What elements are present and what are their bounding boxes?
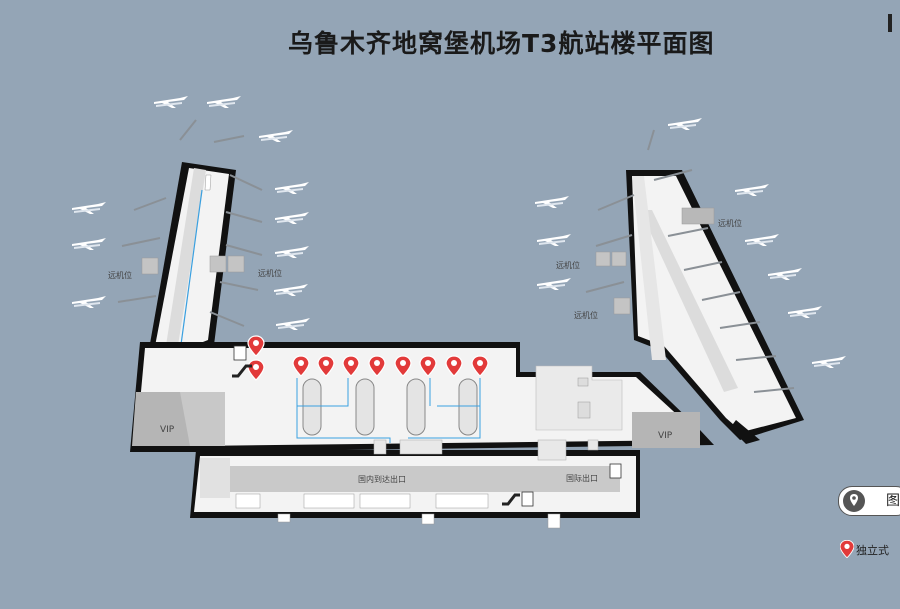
airplane-icon bbox=[537, 234, 571, 246]
airplane-icon bbox=[668, 118, 702, 130]
domestic-exit-label: 国内到达出口 bbox=[358, 474, 406, 484]
baggage-carousels bbox=[302, 378, 478, 436]
vip-right-label: VIP bbox=[658, 431, 673, 441]
remote-stand-label: 远机位 bbox=[258, 268, 282, 278]
airplane-icon bbox=[72, 238, 106, 250]
remote-stand-label: 远机位 bbox=[556, 260, 580, 270]
vip-right-area bbox=[632, 412, 700, 448]
remote-stand-label: 远机位 bbox=[718, 218, 742, 228]
airplane-icon bbox=[788, 306, 822, 318]
right-concourse-walkway bbox=[640, 210, 738, 392]
intl-exit-label: 国际出口 bbox=[566, 473, 598, 483]
left-flow-line bbox=[179, 189, 203, 353]
airplane-icon bbox=[154, 96, 188, 108]
airplane-icon bbox=[72, 296, 106, 308]
page-title: 乌鲁木齐地窝堡机场T3航站楼平面图 bbox=[288, 29, 715, 58]
left-concourse-walkway bbox=[164, 168, 206, 358]
exit-doors bbox=[235, 493, 561, 529]
arrivals-hall-band bbox=[215, 466, 620, 492]
truncated-glyph bbox=[888, 14, 892, 32]
vip-left-label: VIP bbox=[160, 425, 175, 435]
passenger-flow-lines bbox=[296, 378, 481, 443]
legend-badge[interactable] bbox=[838, 486, 900, 516]
airplane-icon bbox=[259, 130, 293, 142]
airplane-icon bbox=[275, 212, 309, 224]
airplane-icon bbox=[276, 318, 310, 330]
airplane-icon bbox=[274, 284, 308, 296]
airplane-icon bbox=[768, 268, 802, 280]
jet-bridges bbox=[117, 119, 795, 393]
map-marker-icon bbox=[843, 490, 865, 512]
airplane-icon bbox=[745, 234, 779, 246]
escalator-icon[interactable] bbox=[232, 364, 252, 378]
right-concourse-floor bbox=[632, 176, 796, 432]
airplane-icon bbox=[735, 184, 769, 196]
escalator-icon[interactable] bbox=[502, 493, 520, 506]
remote-stand-label: 远机位 bbox=[108, 270, 132, 280]
location-pin-icon bbox=[840, 540, 854, 558]
remote-stand-label: 远机位 bbox=[574, 310, 598, 320]
elevator-icon[interactable] bbox=[609, 463, 622, 479]
legend-item-label: 独立式 bbox=[856, 544, 889, 557]
airplane-icon bbox=[275, 246, 309, 258]
elevator-icon[interactable] bbox=[233, 345, 247, 361]
airplane-icon bbox=[275, 182, 309, 194]
elevator-icon[interactable] bbox=[521, 491, 534, 507]
remote-stand-block bbox=[681, 207, 715, 225]
right-service-block bbox=[535, 365, 623, 431]
airplane-icon bbox=[72, 202, 106, 214]
gate-bridge bbox=[204, 174, 212, 191]
airplane-icon bbox=[537, 278, 571, 290]
airplane-icon bbox=[535, 196, 569, 208]
airplane-icon bbox=[812, 356, 846, 368]
airplane-icon bbox=[207, 96, 241, 108]
legend-label: 图 bbox=[886, 493, 900, 509]
